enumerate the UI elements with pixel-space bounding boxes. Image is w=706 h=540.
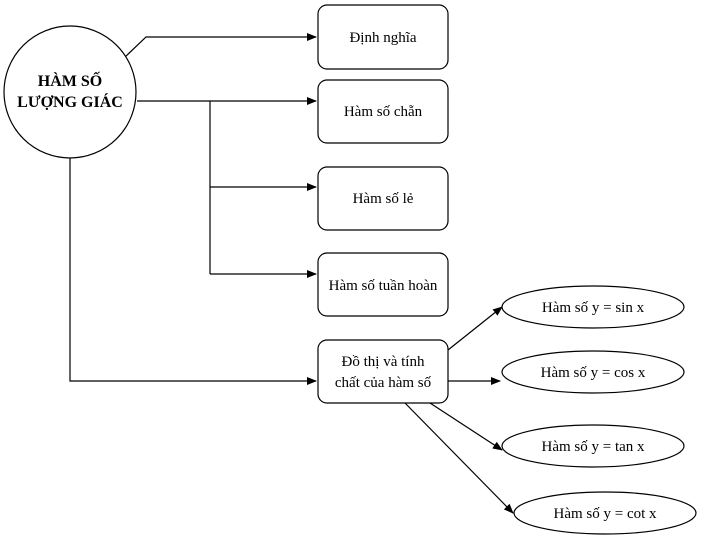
- branch-box: [317, 339, 449, 404]
- root-label-line1: HÀM SỐ: [38, 70, 102, 90]
- branch-label: Hàm số tuần hoàn: [329, 278, 438, 294]
- branch-node-dinh-nghia: Định nghĩa: [317, 4, 449, 70]
- branch-node-ham-so-le: Hàm số lẻ: [317, 166, 449, 231]
- branch-box: [317, 166, 449, 231]
- branch-box: [317, 4, 449, 70]
- edge-to-cot: [404, 402, 514, 514]
- function-ellipse: [501, 424, 685, 468]
- root-label-line2: LƯỢNG GIÁC: [17, 92, 123, 111]
- branch-box: [317, 252, 449, 317]
- branch-label: Hàm số lẻ: [353, 191, 414, 207]
- function-ellipse: [501, 285, 685, 329]
- function-ellipse: [501, 350, 685, 394]
- edge-to-tan: [429, 402, 503, 451]
- function-label: Hàm số y = cot x: [553, 506, 657, 522]
- branch-label-line2: chất của hàm số: [335, 375, 432, 391]
- branch-label-line1: Đồ thị và tính: [342, 354, 425, 370]
- edge-root-to-do-thi: [69, 158, 317, 385]
- branch-node-do-thi: Đồ thị và tính chất của hàm số: [317, 339, 449, 404]
- edge-root-to-dinh-nghia: [123, 33, 317, 59]
- edge-to-sin: [447, 306, 503, 351]
- function-node-tan: Hàm số y = tan x: [501, 424, 685, 468]
- branch-box: [317, 79, 449, 144]
- root-node: HÀM SỐ LƯỢNG GIÁC: [3, 25, 137, 159]
- branch-node-ham-so-chan: Hàm số chẵn: [317, 79, 449, 144]
- function-label: Hàm số y = sin x: [542, 300, 645, 316]
- function-node-cos: Hàm số y = cos x: [501, 350, 685, 394]
- branch-label: Hàm số chẵn: [344, 104, 423, 120]
- function-node-cot: Hàm số y = cot x: [513, 491, 697, 535]
- function-label: Hàm số y = cos x: [541, 365, 646, 381]
- edges: [69, 33, 514, 514]
- branch-label: Định nghĩa: [349, 30, 416, 46]
- function-label: Hàm số y = tan x: [541, 439, 645, 455]
- branch-node-ham-so-tuan-hoan: Hàm số tuần hoàn: [317, 252, 449, 317]
- function-node-sin: Hàm số y = sin x: [501, 285, 685, 329]
- root-circle: [3, 25, 137, 159]
- function-ellipse: [513, 491, 697, 535]
